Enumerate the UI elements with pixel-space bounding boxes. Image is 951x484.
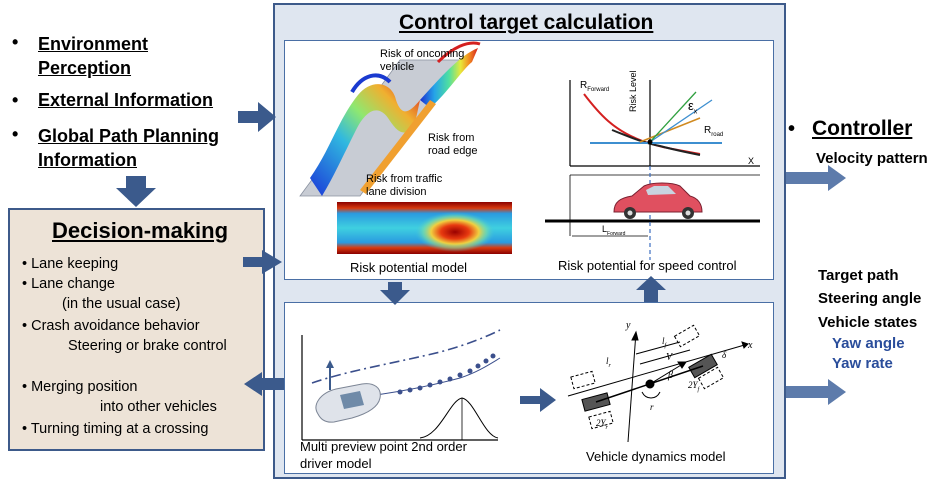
dm-turning-timing: • Turning timing at a crossing (22, 421, 209, 437)
dm-usual-case: (in the usual case) (62, 296, 181, 312)
control-target-title: Control target calculation (399, 11, 654, 34)
vdm-v-label: V (666, 352, 673, 363)
arrow-to-decision (116, 176, 156, 207)
dm-merging-position: • Merging position (22, 379, 138, 395)
driver-caption-line2: driver model (300, 456, 372, 471)
controller-title: Controller (812, 117, 913, 140)
steering-angle-label: Steering angle (818, 290, 922, 307)
global-path-line2: Information (38, 150, 137, 170)
bullet-external: • (12, 90, 19, 110)
r-road-main: R (704, 125, 712, 136)
vdm-lf-label: lf (662, 336, 666, 349)
arrow-control-to-decision (244, 372, 284, 396)
r-forward-label: RForward (580, 80, 609, 93)
road-edge-line1: Risk from (428, 132, 475, 144)
global-path-label: Global Path Planning Information (38, 124, 219, 172)
vdm-delta-label: δ (722, 350, 727, 360)
vdm-y-label: y (626, 320, 631, 331)
arrow-input-to-control (238, 102, 276, 132)
vdm-2yr-main: 2Y (596, 418, 606, 428)
vdm-beta-label: β (668, 370, 673, 381)
arrow-decision-to-control (243, 250, 282, 274)
vdm-2yf-main: 2Y (688, 380, 698, 390)
vdm-2yf-sub: f (697, 386, 700, 393)
label-road-edge-risk: Risk from road edge (428, 132, 478, 158)
x-axis-label: X (748, 156, 755, 166)
r-road-sub: road (711, 132, 724, 138)
vdm-2yf-label: 2Yf (688, 380, 699, 393)
yaw-rate-label: Yaw rate (832, 355, 893, 372)
vdm-lr-sub: r (608, 362, 611, 369)
environment-line2: Perception (38, 58, 132, 78)
l-forward-main: L (602, 224, 608, 234)
vdm-lr-label: lr (606, 356, 611, 369)
vdm-r-label: r (650, 402, 654, 412)
epsilon-main: ε (688, 98, 694, 113)
bullet-global-path: • (12, 124, 19, 144)
oncoming-line1: Risk of oncoming (380, 48, 465, 60)
vehicle-dynamics-caption: Vehicle dynamics model (586, 449, 726, 464)
vdm-lf-main: l (662, 336, 665, 346)
dm-lane-keeping: • Lane keeping (22, 256, 119, 272)
arrow-dynamics-to-speed (636, 276, 666, 302)
silver-car (315, 383, 381, 423)
vdm-2yr-label: 2Yr (596, 418, 608, 431)
environment-perception-label: Environment Perception (38, 32, 148, 80)
oncoming-line2: vehicle (380, 61, 415, 73)
r-forward-sub: Forward (587, 87, 610, 93)
bullet-environment: • (12, 32, 19, 52)
vehicle-dynamics-graphic (567, 324, 749, 443)
speed-risk-chart (545, 80, 760, 260)
epsilon-sub: x (693, 108, 698, 116)
risk-potential-model-caption: Risk potential model (350, 260, 468, 275)
bullet-controller: • (788, 118, 796, 140)
external-information-label: External Information (38, 90, 214, 110)
driver-model-caption: Multi preview point 2nd order driver mod… (300, 438, 467, 472)
l-forward-label: LForward (602, 224, 625, 237)
road-edge-line2: road edge (428, 145, 478, 157)
label-lane-division-risk: Risk from traffic lane division (366, 173, 442, 199)
environment-line1: Environment (38, 34, 149, 54)
vdm-x-label: x (748, 340, 753, 351)
flow-arrows (116, 102, 666, 412)
dm-crash-avoidance: • Crash avoidance behavior (22, 318, 200, 334)
vdm-lr-main: l (606, 356, 609, 366)
global-path-line1: Global Path Planning (38, 126, 220, 146)
speed-control-caption: Risk potential for speed control (558, 258, 737, 273)
risk-heatmap (337, 202, 512, 254)
r-road-label: Rroad (704, 125, 723, 138)
arrow-states-out (786, 379, 846, 405)
lane-line1: Risk from traffic (366, 173, 443, 185)
l-forward-sub: Forward (607, 230, 626, 237)
arrow-driver-to-vehicle (520, 388, 556, 412)
arrow-risk-to-driver (380, 282, 410, 305)
label-oncoming-risk: Risk of oncoming vehicle (380, 48, 464, 74)
velocity-pattern-label: Velocity pattern (816, 150, 928, 167)
dm-into-other-vehicles: into other vehicles (100, 399, 217, 415)
r-forward-main: R (580, 80, 588, 91)
target-path-label: Target path (818, 267, 899, 284)
vdm-2yr-sub: r (605, 424, 608, 431)
decision-making-box (8, 208, 265, 451)
decision-making-title: Decision-making (52, 218, 229, 243)
vdm-lf-sub: f (664, 342, 667, 349)
lane-line2: lane division (366, 186, 427, 198)
yaw-angle-label: Yaw angle (832, 335, 905, 352)
epsilon-label: εx (688, 98, 697, 116)
driver-model-graphic (301, 329, 501, 441)
dm-lane-change: • Lane change (22, 276, 115, 292)
risk-level-axis-label: Risk Level (628, 70, 638, 112)
preview-points (397, 353, 496, 395)
red-car (613, 182, 703, 219)
driver-caption-line1: Multi preview point 2nd order (300, 439, 467, 454)
risk-surface-3d (299, 41, 481, 197)
vehicle-states-label: Vehicle states (818, 314, 918, 331)
output-arrows (786, 165, 846, 405)
dm-steering-brake: Steering or brake control (68, 338, 227, 354)
arrow-velocity-out (786, 165, 846, 191)
